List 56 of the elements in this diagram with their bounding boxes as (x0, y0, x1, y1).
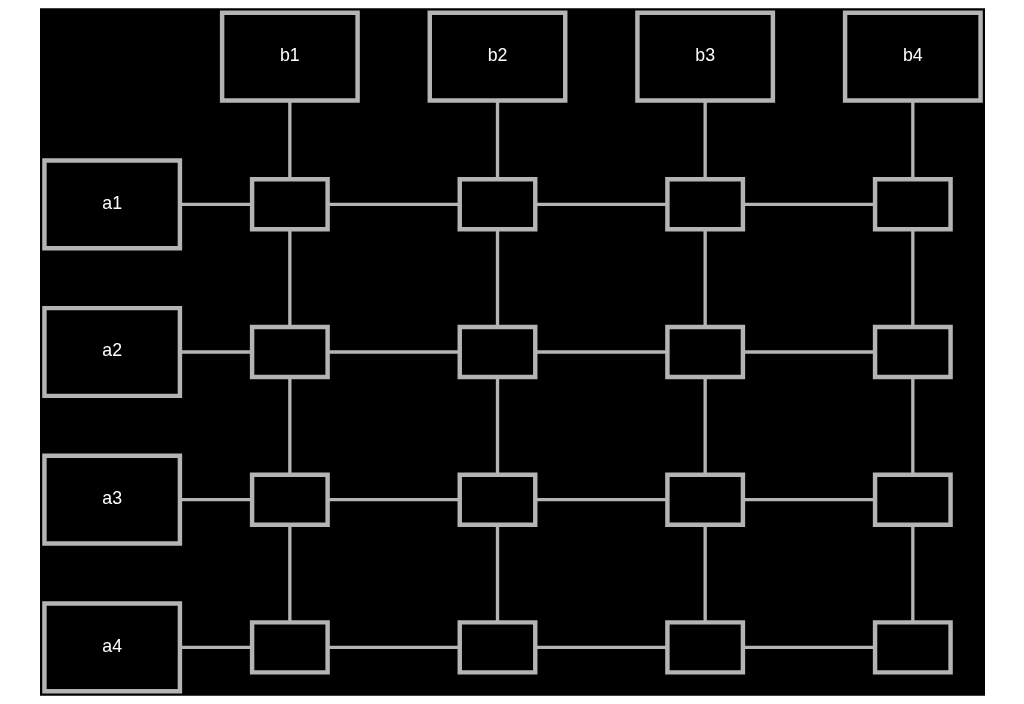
node-box: a2 (41, 305, 182, 399)
connector (742, 645, 875, 650)
connector (287, 377, 291, 475)
connector (495, 524, 499, 623)
connector (327, 350, 459, 354)
node-box (249, 177, 330, 232)
connector (703, 524, 707, 623)
connector (910, 100, 914, 180)
node-box: b4 (842, 10, 983, 103)
connector (703, 100, 707, 180)
node-box (872, 472, 953, 527)
connector (910, 229, 914, 327)
connector (535, 202, 667, 206)
connector (742, 350, 875, 354)
node-box: b2 (427, 10, 567, 103)
node-box: a3 (41, 453, 182, 546)
connector (703, 377, 707, 475)
connector (495, 229, 499, 327)
node-box: a1 (41, 158, 182, 251)
node-box (457, 324, 537, 380)
node-box (872, 324, 953, 380)
node-box: b1 (219, 10, 360, 103)
connector (287, 524, 291, 623)
connector (327, 202, 459, 206)
node-box (872, 177, 953, 232)
connector (327, 645, 459, 650)
node-box (249, 324, 330, 380)
node-box: a4 (41, 601, 182, 694)
connector (179, 350, 252, 354)
connector (742, 498, 875, 502)
connector (179, 202, 252, 206)
node-box (664, 620, 745, 675)
node-box (457, 472, 537, 527)
connector (535, 645, 667, 650)
node-box (249, 620, 330, 675)
connector (535, 498, 667, 502)
connector (910, 377, 914, 475)
connector (179, 498, 252, 502)
connector (910, 524, 914, 623)
node-box (664, 177, 745, 232)
connector (703, 229, 707, 327)
node-box (457, 177, 537, 232)
node-box: b3 (634, 10, 775, 103)
connector (535, 350, 667, 354)
node-box (664, 324, 745, 380)
connector (495, 100, 499, 180)
connector (327, 498, 459, 502)
node-box (872, 620, 953, 675)
connector (179, 645, 252, 650)
node-box (664, 472, 745, 527)
connector (742, 202, 875, 206)
node-box (457, 620, 537, 675)
connector (495, 377, 499, 475)
connector (287, 229, 291, 327)
connector (287, 100, 291, 180)
node-box (249, 472, 330, 527)
